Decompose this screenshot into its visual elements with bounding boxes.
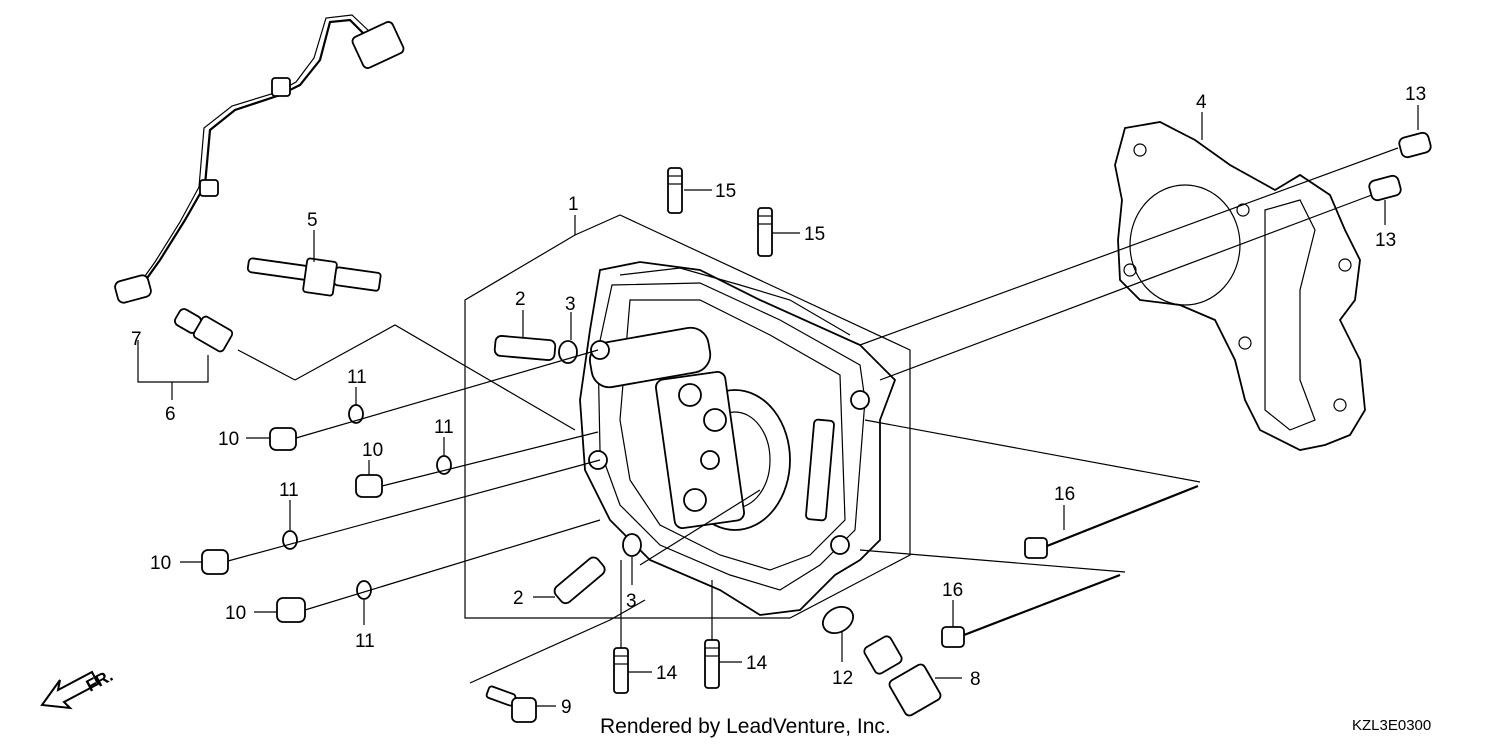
callout-4: 4: [1196, 92, 1207, 113]
callout-16-upper: 16: [1054, 484, 1075, 505]
callout-14-right: 14: [746, 653, 768, 674]
callout-3-lower: 3: [626, 591, 637, 612]
stud-bolt-upper-right: [757, 207, 773, 257]
callout-11-c: 11: [279, 480, 299, 501]
callout-11-b: 11: [434, 417, 454, 438]
callout-12: 12: [832, 668, 853, 689]
callout-7: 7: [131, 329, 142, 350]
cylinder-head: [579, 261, 897, 616]
callout-5: 5: [307, 210, 318, 231]
flange-bolt: [485, 685, 537, 723]
o-ring-lower: [622, 533, 642, 557]
temperature-sensor: [114, 274, 152, 304]
callout-13-upper: 13: [1405, 84, 1426, 105]
thermo-sensor: [174, 308, 234, 353]
cap-nut-2: [355, 474, 383, 498]
sealing-washer: [822, 605, 854, 635]
callout-2-upper: 2: [515, 289, 526, 310]
through-bolt-upper: [1024, 484, 1199, 559]
callout-3-upper: 3: [565, 294, 576, 315]
cap-nut-3: [201, 549, 229, 575]
callout-16-lower: 16: [942, 580, 963, 601]
spark-plug: [246, 257, 382, 297]
oil-jet-lower: [553, 556, 606, 605]
stud-bolt-lower-right: [704, 639, 720, 689]
assembly-outline: [464, 214, 911, 619]
cap-nut-4: [276, 597, 306, 623]
dowel-pin-lower: [1368, 174, 1402, 202]
callout-10-a: 10: [218, 429, 239, 450]
callout-10-d: 10: [225, 603, 246, 624]
callout-15-lower: 15: [804, 224, 825, 245]
callout-11-d: 11: [355, 631, 375, 652]
callout-10-b: 10: [362, 440, 383, 461]
front-direction-arrow-icon: [40, 670, 100, 710]
callout-2-lower: 2: [513, 588, 524, 609]
temperature-sensor-8: [863, 635, 942, 717]
o-ring-upper: [558, 340, 578, 364]
cap-nut-1: [269, 427, 297, 451]
callout-1: 1: [568, 194, 579, 215]
callout-9: 9: [561, 697, 572, 718]
callout-15-upper: 15: [715, 181, 736, 202]
callout-14-left: 14: [656, 663, 678, 684]
stud-bolt-lower-left: [613, 647, 629, 694]
sensor-wire-harness: [134, 14, 405, 291]
washer-3: [282, 530, 298, 550]
render-credit: Rendered by LeadVenture, Inc.: [600, 715, 891, 738]
oil-jet-upper: [493, 335, 557, 361]
diagram-code: KZL3E0300: [1352, 717, 1431, 734]
front-arrow-label: FR.: [83, 666, 116, 696]
callout-8: 8: [970, 669, 981, 690]
dowel-pin-upper: [1398, 131, 1432, 159]
cylinder-gasket: [1114, 121, 1366, 451]
callout-6: 6: [165, 404, 176, 425]
through-bolt-lower: [941, 573, 1121, 648]
callout-10-c: 10: [150, 553, 171, 574]
callout-13-lower: 13: [1375, 230, 1396, 251]
stud-bolt-upper-left: [667, 167, 683, 214]
callout-11-a: 11: [347, 367, 367, 388]
